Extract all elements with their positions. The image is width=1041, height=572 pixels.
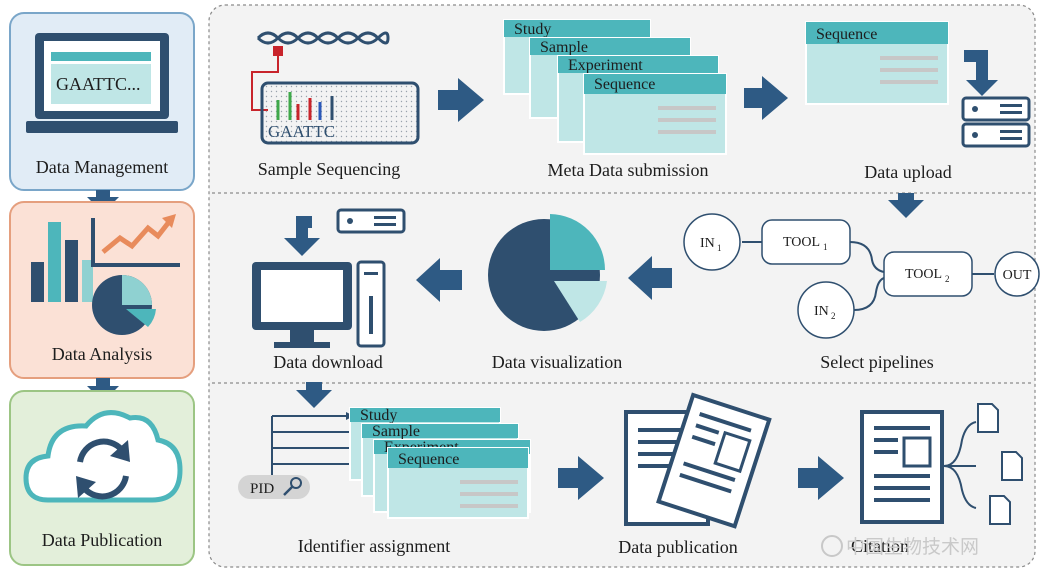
- pie-slice: [550, 214, 605, 270]
- file-icon: [989, 495, 1011, 525]
- pipeline-node-tool1[interactable]: TOOL 1: [761, 219, 851, 265]
- data-publication-label: Data Publication: [42, 530, 162, 550]
- arrow-turn-down-icon: [284, 216, 320, 256]
- svg-text:IN: IN: [814, 304, 829, 319]
- pipeline-node-tool2[interactable]: TOOL 2: [883, 251, 973, 297]
- cloud-sync-icon: [23, 410, 183, 503]
- data-management-box: GAATTC... Data Management: [9, 12, 195, 191]
- svg-text:2: 2: [945, 274, 950, 284]
- watermark: 中国生物技术网: [821, 535, 979, 558]
- arrow-right-icon: [798, 456, 844, 500]
- svg-text:2: 2: [831, 311, 836, 321]
- metadata-sheets: Study Sample Experiment Sequence Meta Da…: [503, 19, 727, 180]
- arrow-left-icon: [628, 256, 672, 300]
- data-download-step: Data download: [252, 208, 406, 372]
- arrow-down-icon: [296, 382, 332, 408]
- sequence-text: GAATTC: [268, 122, 335, 141]
- document-icon: [860, 410, 944, 524]
- arrow-turn-down-icon: [964, 50, 998, 96]
- svg-text:Sequence: Sequence: [594, 76, 655, 93]
- server-icon: [961, 96, 1031, 148]
- pipeline-node-in1[interactable]: IN 1: [683, 213, 741, 271]
- left-panel: GAATTC... Data Management: [9, 12, 195, 566]
- pipeline-graph: IN 1 TOOL 1 IN 2 TOOL 2 OUT Select pipel…: [683, 213, 1040, 372]
- svg-text:TOOL: TOOL: [783, 235, 820, 250]
- svg-text:Study: Study: [360, 407, 397, 424]
- arrow-right-icon: [744, 76, 788, 120]
- svg-text:PID: PID: [250, 481, 274, 497]
- dna-helix-icon: [256, 31, 390, 45]
- svg-text:IN: IN: [700, 236, 715, 251]
- svg-text:Sample: Sample: [372, 423, 420, 440]
- data-publication-box: Data Publication: [9, 390, 195, 566]
- svg-text:Sample: Sample: [540, 39, 588, 56]
- arrow-down-icon: [888, 193, 924, 218]
- pie-slice: [554, 281, 607, 322]
- svg-text:Experiment: Experiment: [568, 57, 643, 74]
- sheet-sequence: Sequence: [583, 73, 727, 155]
- desktop-computer-icon: [252, 260, 386, 348]
- sequencer-chip: [260, 81, 420, 145]
- server-small-icon: [336, 208, 406, 234]
- data-download-label: Data download: [273, 352, 382, 372]
- identifier-assignment-label: Identifier assignment: [298, 536, 450, 556]
- sample-sequencing-step: GAATTC Sample Sequencing: [251, 31, 420, 179]
- chromatogram-icon: [276, 92, 334, 120]
- data-analysis-box: Data Analysis: [9, 201, 195, 379]
- svg-text:OUT: OUT: [1003, 268, 1032, 283]
- data-upload-step: Sequence Data upload: [805, 21, 1031, 182]
- pipeline-node-in2[interactable]: IN 2: [797, 281, 855, 339]
- citation-step: Citation: [851, 403, 1023, 556]
- svg-text:Sequence: Sequence: [816, 26, 877, 43]
- pipeline-node-out[interactable]: OUT: [994, 251, 1040, 297]
- watermark-text: 中国生物技术网: [846, 536, 979, 558]
- file-icon: [977, 403, 999, 433]
- data-publication-step: Data publication: [618, 392, 772, 557]
- wrench-icon: [283, 477, 302, 496]
- svg-text:TOOL: TOOL: [905, 267, 942, 282]
- sheet-id-sequence: Sequence: [387, 447, 529, 519]
- pid-badge[interactable]: PID: [238, 475, 310, 499]
- arrow-right-icon: [558, 456, 604, 500]
- trend-chart-icon: [91, 214, 180, 267]
- marker-square: [273, 46, 283, 56]
- data-management-label: Data Management: [36, 157, 168, 177]
- pie-chart-icon: [92, 275, 156, 335]
- laptop-screen-text: GAATTC...: [56, 74, 141, 94]
- sheet-upload-sequence: Sequence: [805, 21, 949, 105]
- identifier-assignment-step: PID Study Sample Experiment Sequence: [238, 407, 531, 556]
- arrow-right-icon: [438, 78, 484, 122]
- data-publication-step-label: Data publication: [618, 537, 737, 557]
- sample-sequencing-label: Sample Sequencing: [258, 159, 400, 179]
- branch-lines: [943, 421, 977, 509]
- sequencing-connector: [251, 50, 279, 111]
- svg-text:1: 1: [717, 243, 722, 253]
- data-analysis-label: Data Analysis: [52, 344, 153, 364]
- laptop-icon: GAATTC...: [26, 33, 178, 133]
- svg-text:1: 1: [823, 242, 828, 252]
- file-icon: [1001, 451, 1023, 481]
- data-upload-label: Data upload: [864, 162, 951, 182]
- data-visualization-step: Data visualization: [488, 214, 622, 372]
- arrow-left-icon: [416, 258, 462, 302]
- data-visualization-label: Data visualization: [492, 352, 622, 372]
- bar-chart-icon: [31, 222, 93, 302]
- citation-label: Citation: [851, 536, 909, 556]
- svg-text:Study: Study: [514, 21, 551, 38]
- select-pipelines-label: Select pipelines: [820, 352, 933, 372]
- svg-text:Sequence: Sequence: [398, 451, 459, 468]
- metadata-label: Meta Data submission: [548, 160, 709, 180]
- document-tilted-icon: [656, 392, 772, 529]
